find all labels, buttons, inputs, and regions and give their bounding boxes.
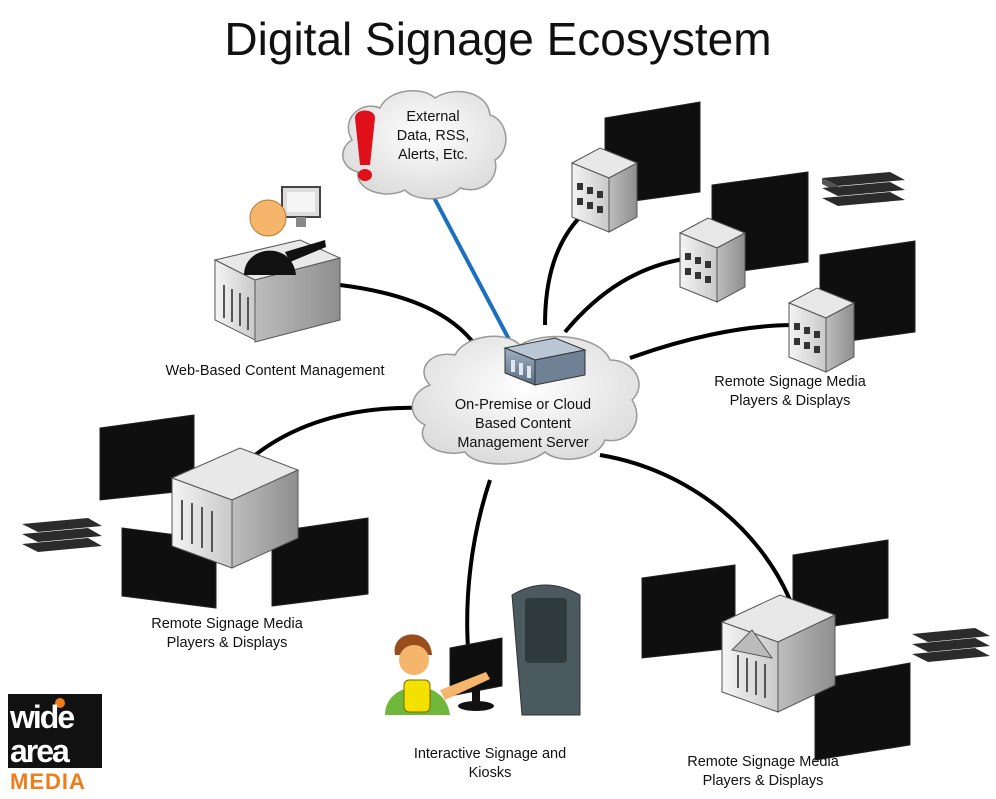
wide-area-media-logo: wide area MEDIA (8, 694, 102, 794)
bottom-right-building-icon (720, 594, 837, 713)
link-bottom-building (599, 453, 792, 601)
svg-text:wide: wide (9, 699, 74, 735)
interactive-display-icon (449, 637, 503, 711)
link-kiosk (465, 479, 492, 649)
person-at-computer-icon (244, 199, 326, 275)
svg-text:area: area (10, 733, 70, 769)
mid-right-building-icon (678, 217, 747, 303)
left-building-icon (170, 447, 300, 569)
connector-lines (238, 210, 796, 649)
bottom-right-media-player-stack-icon (912, 628, 990, 662)
person-with-backpack-icon (385, 634, 490, 715)
link-web-cms (339, 283, 482, 354)
display-screen (641, 564, 736, 659)
link-external-data (428, 189, 514, 346)
link-right-building (629, 323, 796, 360)
media-player-stack-icon (822, 172, 905, 206)
diagram-title: Digital Signage Ecosystem (224, 13, 772, 65)
left-media-player-stack-icon (22, 518, 102, 552)
link-mid-building (563, 256, 691, 334)
kiosk-icon (511, 584, 581, 716)
web-cms-label: Web-Based Content Management (165, 363, 385, 379)
external-data-cloud (342, 90, 507, 200)
right-screens-group (604, 101, 916, 346)
computer-monitor-icon (281, 186, 321, 227)
alert-exclamation-icon (355, 110, 375, 181)
svg-text:MEDIA: MEDIA (10, 769, 86, 792)
display-screen (271, 517, 369, 607)
lower-right-building-icon (787, 287, 856, 373)
display-screen (814, 662, 911, 761)
server-rack-icon (503, 337, 587, 386)
link-top-building (543, 210, 587, 326)
top-right-building-icon (570, 147, 639, 233)
